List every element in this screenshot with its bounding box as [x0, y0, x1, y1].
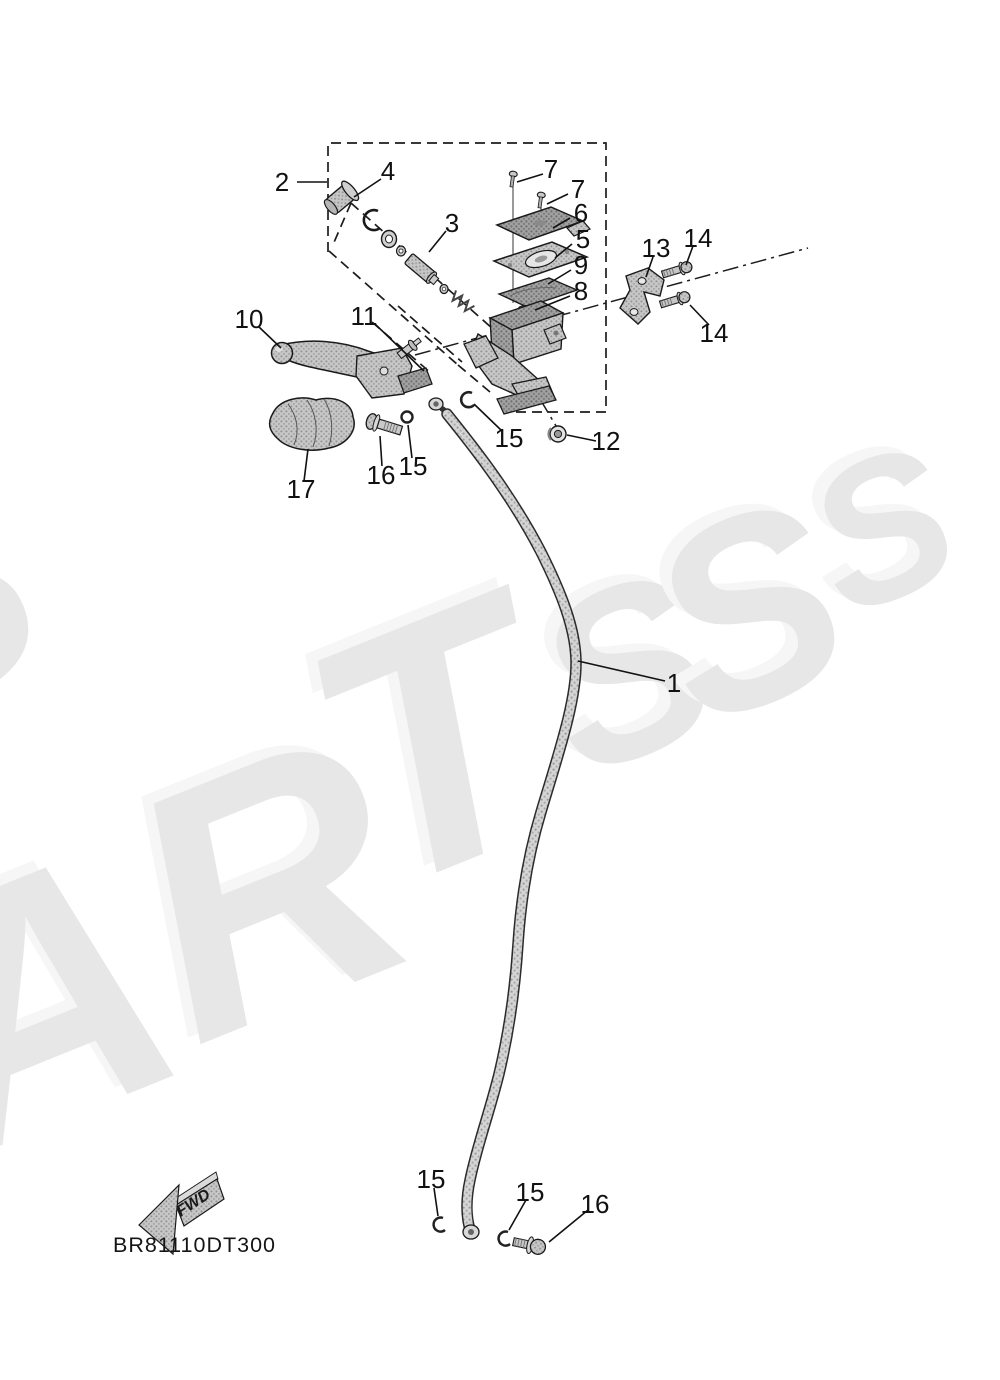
part-11-pivot-pin — [396, 337, 422, 360]
part-17-lever-boot — [268, 397, 355, 451]
part-14-bolt-b — [658, 291, 691, 309]
part-6-reservoir-cap — [494, 206, 591, 241]
part-15-washer-lower-a — [432, 1216, 446, 1233]
callout-15-banjo: 15 — [495, 423, 524, 453]
callout-13: 13 — [642, 233, 671, 263]
part-code-label: BR81110DT300 — [113, 1233, 276, 1257]
part-3-piston-kit — [362, 208, 475, 314]
callout-5: 5 — [576, 224, 590, 254]
callout-11: 11 — [351, 301, 378, 331]
callout-15-lower-b: 15 — [516, 1177, 545, 1207]
master-cylinder-body — [463, 300, 567, 415]
part-16-bolt-lower — [511, 1236, 547, 1255]
callout-4: 4 — [381, 156, 395, 186]
callout-14-a: 14 — [684, 223, 713, 253]
callout-15-lower-a: 15 — [417, 1164, 446, 1194]
callout-1: 1 — [667, 668, 681, 698]
part-16-bolt-upper — [365, 413, 404, 436]
part-7-cap-screw-a — [508, 170, 518, 188]
callout-16-lower: 16 — [581, 1189, 610, 1219]
fwd-arrow: FWD — [138, 1171, 225, 1256]
part-12-nut — [547, 425, 567, 443]
part-1-brake-hose — [428, 397, 582, 1240]
callout-7-a: 7 — [544, 154, 558, 184]
part-13-clamp-bracket — [619, 267, 665, 325]
callout-9: 9 — [574, 250, 588, 280]
callout-14-b: 14 — [700, 318, 729, 348]
callout-15-upper: 15 — [399, 451, 428, 481]
callout-6: 6 — [574, 198, 588, 228]
callout-12: 12 — [592, 426, 621, 456]
callout-labels: 2 4 3 7 7 6 5 9 8 13 14 14 10 11 17 16 1… — [235, 154, 729, 1219]
part-7-cap-screw-b — [536, 191, 546, 209]
callout-2: 2 — [275, 167, 289, 197]
part-15-washer-banjo — [459, 390, 475, 409]
part-9-diaphragm — [497, 277, 579, 308]
part-14-bolt-a — [660, 261, 693, 279]
kit-boundary-dashed-box — [327, 142, 607, 413]
part-10-brake-lever — [270, 340, 433, 399]
callout-leader-lines — [258, 173, 710, 1243]
part-15-ring-upper — [400, 410, 414, 424]
callout-17: 17 — [287, 474, 316, 504]
callout-7-b: 7 — [571, 174, 585, 204]
callout-16-upper: 16 — [367, 460, 396, 490]
part-4-piston-cup — [323, 180, 360, 215]
callout-10: 10 — [235, 304, 264, 334]
callout-8: 8 — [574, 276, 588, 306]
part-15-washer-lower-b — [497, 1230, 511, 1247]
center-axis-lines — [414, 179, 809, 432]
callout-3: 3 — [445, 208, 459, 238]
